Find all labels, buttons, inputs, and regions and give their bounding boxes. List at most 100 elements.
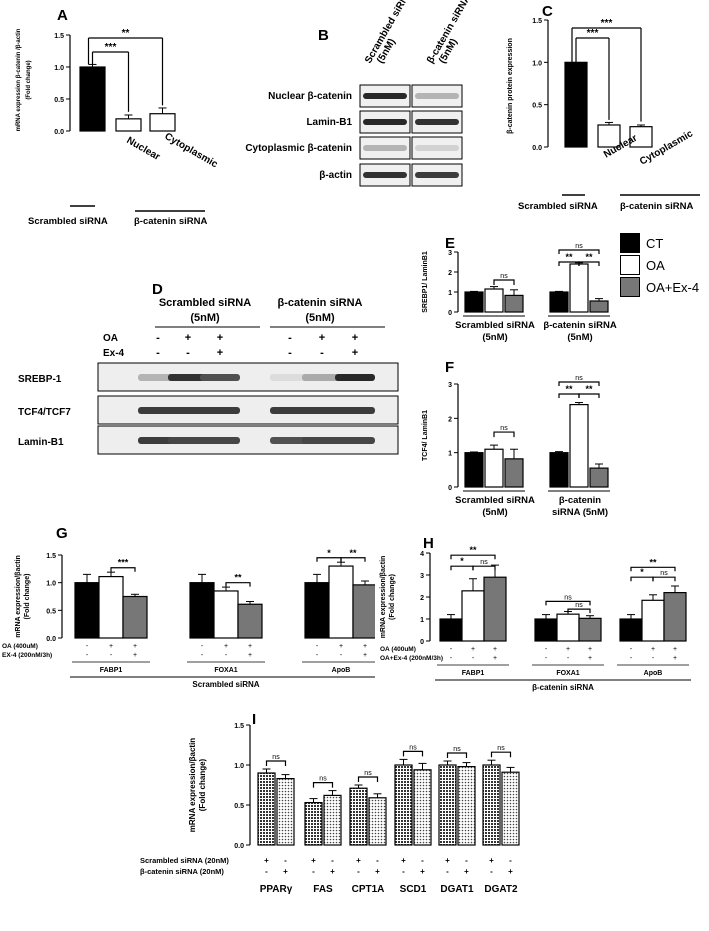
panel-i-row-label: Scrambled siRNA (20nM): [140, 856, 229, 865]
panel-i-sign: +: [464, 867, 469, 876]
panel-d-sign: -: [288, 332, 292, 344]
panel-h-sign: +: [673, 646, 677, 653]
panel-g-bar: [98, 575, 124, 639]
panel-g-y-axis-label: (Fold change): [24, 574, 31, 620]
panel-g-sign: -: [86, 643, 89, 650]
panel-i-y-axis-label: mRNA expression/βactin: [188, 738, 197, 833]
panel-d-band: [302, 374, 342, 381]
panel-d-band: [168, 374, 208, 381]
panel-i-sign: +: [445, 856, 450, 865]
panel-i-sig-bracket: [265, 760, 287, 766]
panel-i-bar: [501, 771, 520, 846]
panel-i-sign: -: [376, 856, 379, 865]
panel-d-row-label: OA: [103, 333, 118, 344]
panel-g-sign: +: [224, 643, 228, 650]
panel-g-sign: -: [225, 652, 228, 659]
panel-h-sign: +: [651, 646, 655, 653]
panel-c-chart: C 0.00.51.01.5β-catenin protein expressi…: [507, 3, 700, 212]
panel-f-bar: [504, 458, 524, 488]
panel-i-bar: [368, 797, 387, 846]
panel-e-y-tick-label: 1: [448, 290, 452, 297]
panel-f-letter: F: [445, 359, 454, 376]
panel-b-band: [415, 119, 459, 125]
panel-f-y-tick-label: 0: [448, 485, 452, 492]
panel-i-x-label: CPT1A: [352, 884, 385, 895]
panel-f-sig-bracket: [558, 381, 600, 386]
panel-e-bar: [504, 294, 524, 313]
panel-d-band: [138, 437, 178, 444]
panel-i-x-label: PPARγ: [260, 884, 293, 895]
panel-h-bar: [534, 618, 558, 642]
panel-d-blot: D Scrambled siRNA(5nM)β-catenin siRNA(5n…: [18, 281, 399, 455]
panel-g-sign: +: [248, 652, 252, 659]
panel-g-sig-label: **: [234, 573, 242, 583]
panel-i-bar: [482, 764, 501, 846]
panel-i-bar: [394, 764, 413, 846]
panel-h-sig-label: ns: [564, 594, 572, 601]
panel-d-band: [138, 374, 178, 381]
panel-a-bar: [79, 66, 106, 132]
panel-e-sig-bracket: [558, 249, 600, 254]
panel-i-letter: I: [252, 711, 256, 728]
panel-h-sign: -: [472, 655, 475, 662]
panel-b-letter: B: [318, 27, 329, 44]
panel-f-y-tick-label: 1: [448, 451, 452, 458]
panel-h-sign: -: [652, 655, 655, 662]
panel-i-bar: [276, 777, 295, 846]
panel-e-bar: [589, 300, 609, 313]
panel-h-bar: [641, 599, 665, 642]
panel-f-sig-label: ns: [575, 375, 583, 382]
panel-i-bar: [438, 764, 457, 846]
panel-d-sign: +: [352, 347, 358, 359]
panel-g-y-tick-label: 1.5: [46, 553, 56, 560]
panel-i-sign: +: [401, 856, 406, 865]
legend-item: OA+Ex-4: [620, 276, 709, 298]
panel-h-sig-label: ns: [660, 570, 668, 577]
panel-g-sign: +: [109, 643, 113, 650]
panel-g-sign: -: [201, 652, 204, 659]
panel-f-y-tick-label: 2: [448, 416, 452, 423]
panel-a-x-label: Cytoplasmic: [163, 131, 220, 170]
panel-a-group-label: β-catenin siRNA: [134, 216, 208, 227]
panel-h-bar: [556, 613, 580, 642]
panel-i-sign: -: [265, 867, 268, 876]
panel-h-sig-label: **: [649, 557, 657, 567]
panel-a-y-tick-label: 0.5: [54, 97, 64, 104]
panel-i-sig-bracket: [446, 752, 468, 758]
panel-c-y-tick-label: 1.5: [532, 18, 542, 25]
panel-e-y-tick-label: 0: [448, 310, 452, 317]
panel-g-sig-bracket: [316, 557, 342, 562]
legend-item: CT: [620, 232, 709, 254]
panel-a-bar: [115, 118, 142, 132]
panel-i-bar: [457, 765, 476, 846]
panel-h-sign: -: [450, 646, 453, 653]
panel-d-sign: +: [185, 332, 191, 344]
panel-h-bar: [578, 617, 602, 642]
legend-swatch: [620, 277, 640, 297]
panel-g-y-axis-label: mRNA expression/βactin: [15, 555, 22, 638]
panel-g-bar: [189, 582, 215, 639]
legend-swatch: [620, 233, 640, 253]
panel-e-sig-bracket: [493, 279, 515, 285]
panel-g-group-label: FABP1: [100, 667, 123, 674]
panel-h-y-axis-label: (Fold change): [389, 574, 396, 620]
panel-b-marks: Scrambled siRNA(5nM)β-catenin siRNA(5nM)…: [245, 0, 473, 187]
panel-g-sig-bracket: [225, 582, 251, 587]
panel-h-sig-bracket: [450, 554, 496, 560]
panel-h-letter: H: [423, 535, 434, 552]
panel-i-sign: +: [283, 867, 288, 876]
panel-c-letter: C: [542, 3, 553, 20]
panel-d-sign: -: [156, 332, 160, 344]
panel-d-band: [168, 437, 208, 444]
panel-h-sign: +: [588, 655, 592, 662]
panel-d-band: [168, 407, 208, 414]
panel-f-sig-label: **: [585, 384, 593, 394]
panel-i-y-tick-label: 0.5: [234, 803, 244, 810]
panel-b-band: [415, 145, 459, 151]
panel-d-band: [335, 437, 375, 444]
panel-c-marks: 0.00.51.01.5β-catenin protein expression…: [507, 18, 700, 212]
